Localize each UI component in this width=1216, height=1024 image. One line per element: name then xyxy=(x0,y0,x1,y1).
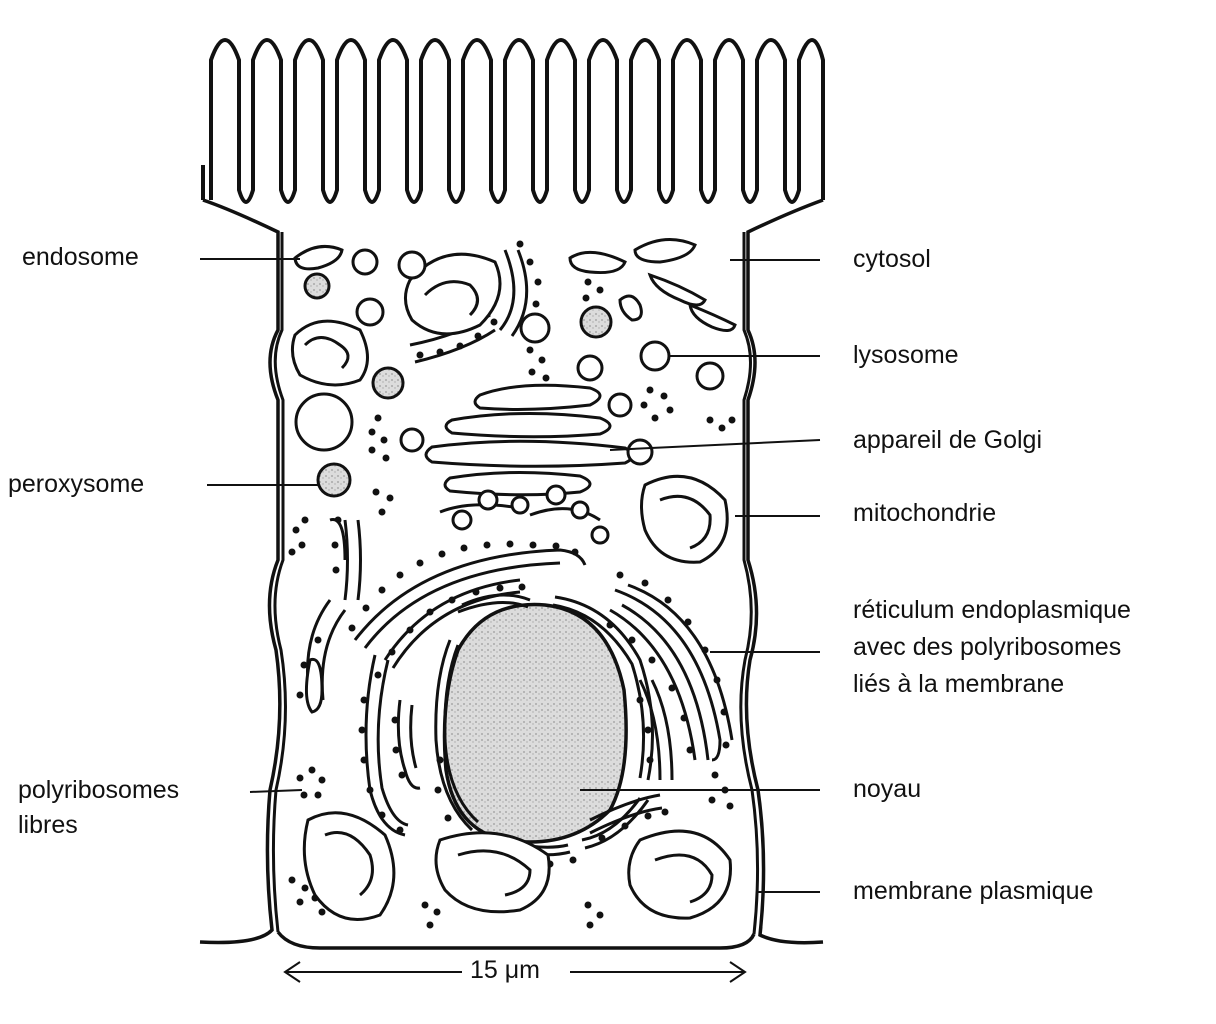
label-polyribosomes-line1: polyribosomes xyxy=(18,773,179,807)
label-noyau: noyau xyxy=(853,772,921,806)
label-reticulum-line1: réticulum endoplasmique xyxy=(853,593,1131,627)
plasma-membrane-left xyxy=(200,200,280,943)
plasma-membrane-basal xyxy=(278,932,754,948)
label-reticulum-line3: liés à la membrane xyxy=(853,667,1064,701)
label-cytosol: cytosol xyxy=(853,242,931,276)
label-endosome: endosome xyxy=(22,240,139,274)
microvilli xyxy=(203,40,823,202)
scale-bar-label: 15 μm xyxy=(466,956,544,985)
endosome xyxy=(295,246,342,268)
label-polyribosomes-line2: libres xyxy=(18,808,78,842)
label-peroxysome: peroxysome xyxy=(8,467,144,501)
plasma-membrane-right xyxy=(746,200,823,943)
label-mitochondrie: mitochondrie xyxy=(853,496,996,530)
golgi-apparatus xyxy=(426,385,633,520)
label-golgi: appareil de Golgi xyxy=(853,423,1042,457)
label-membrane: membrane plasmique xyxy=(853,874,1093,908)
label-lysosome: lysosome xyxy=(853,338,959,372)
nucleus xyxy=(445,605,627,842)
label-reticulum-line2: avec des polyribosomes xyxy=(853,630,1121,664)
